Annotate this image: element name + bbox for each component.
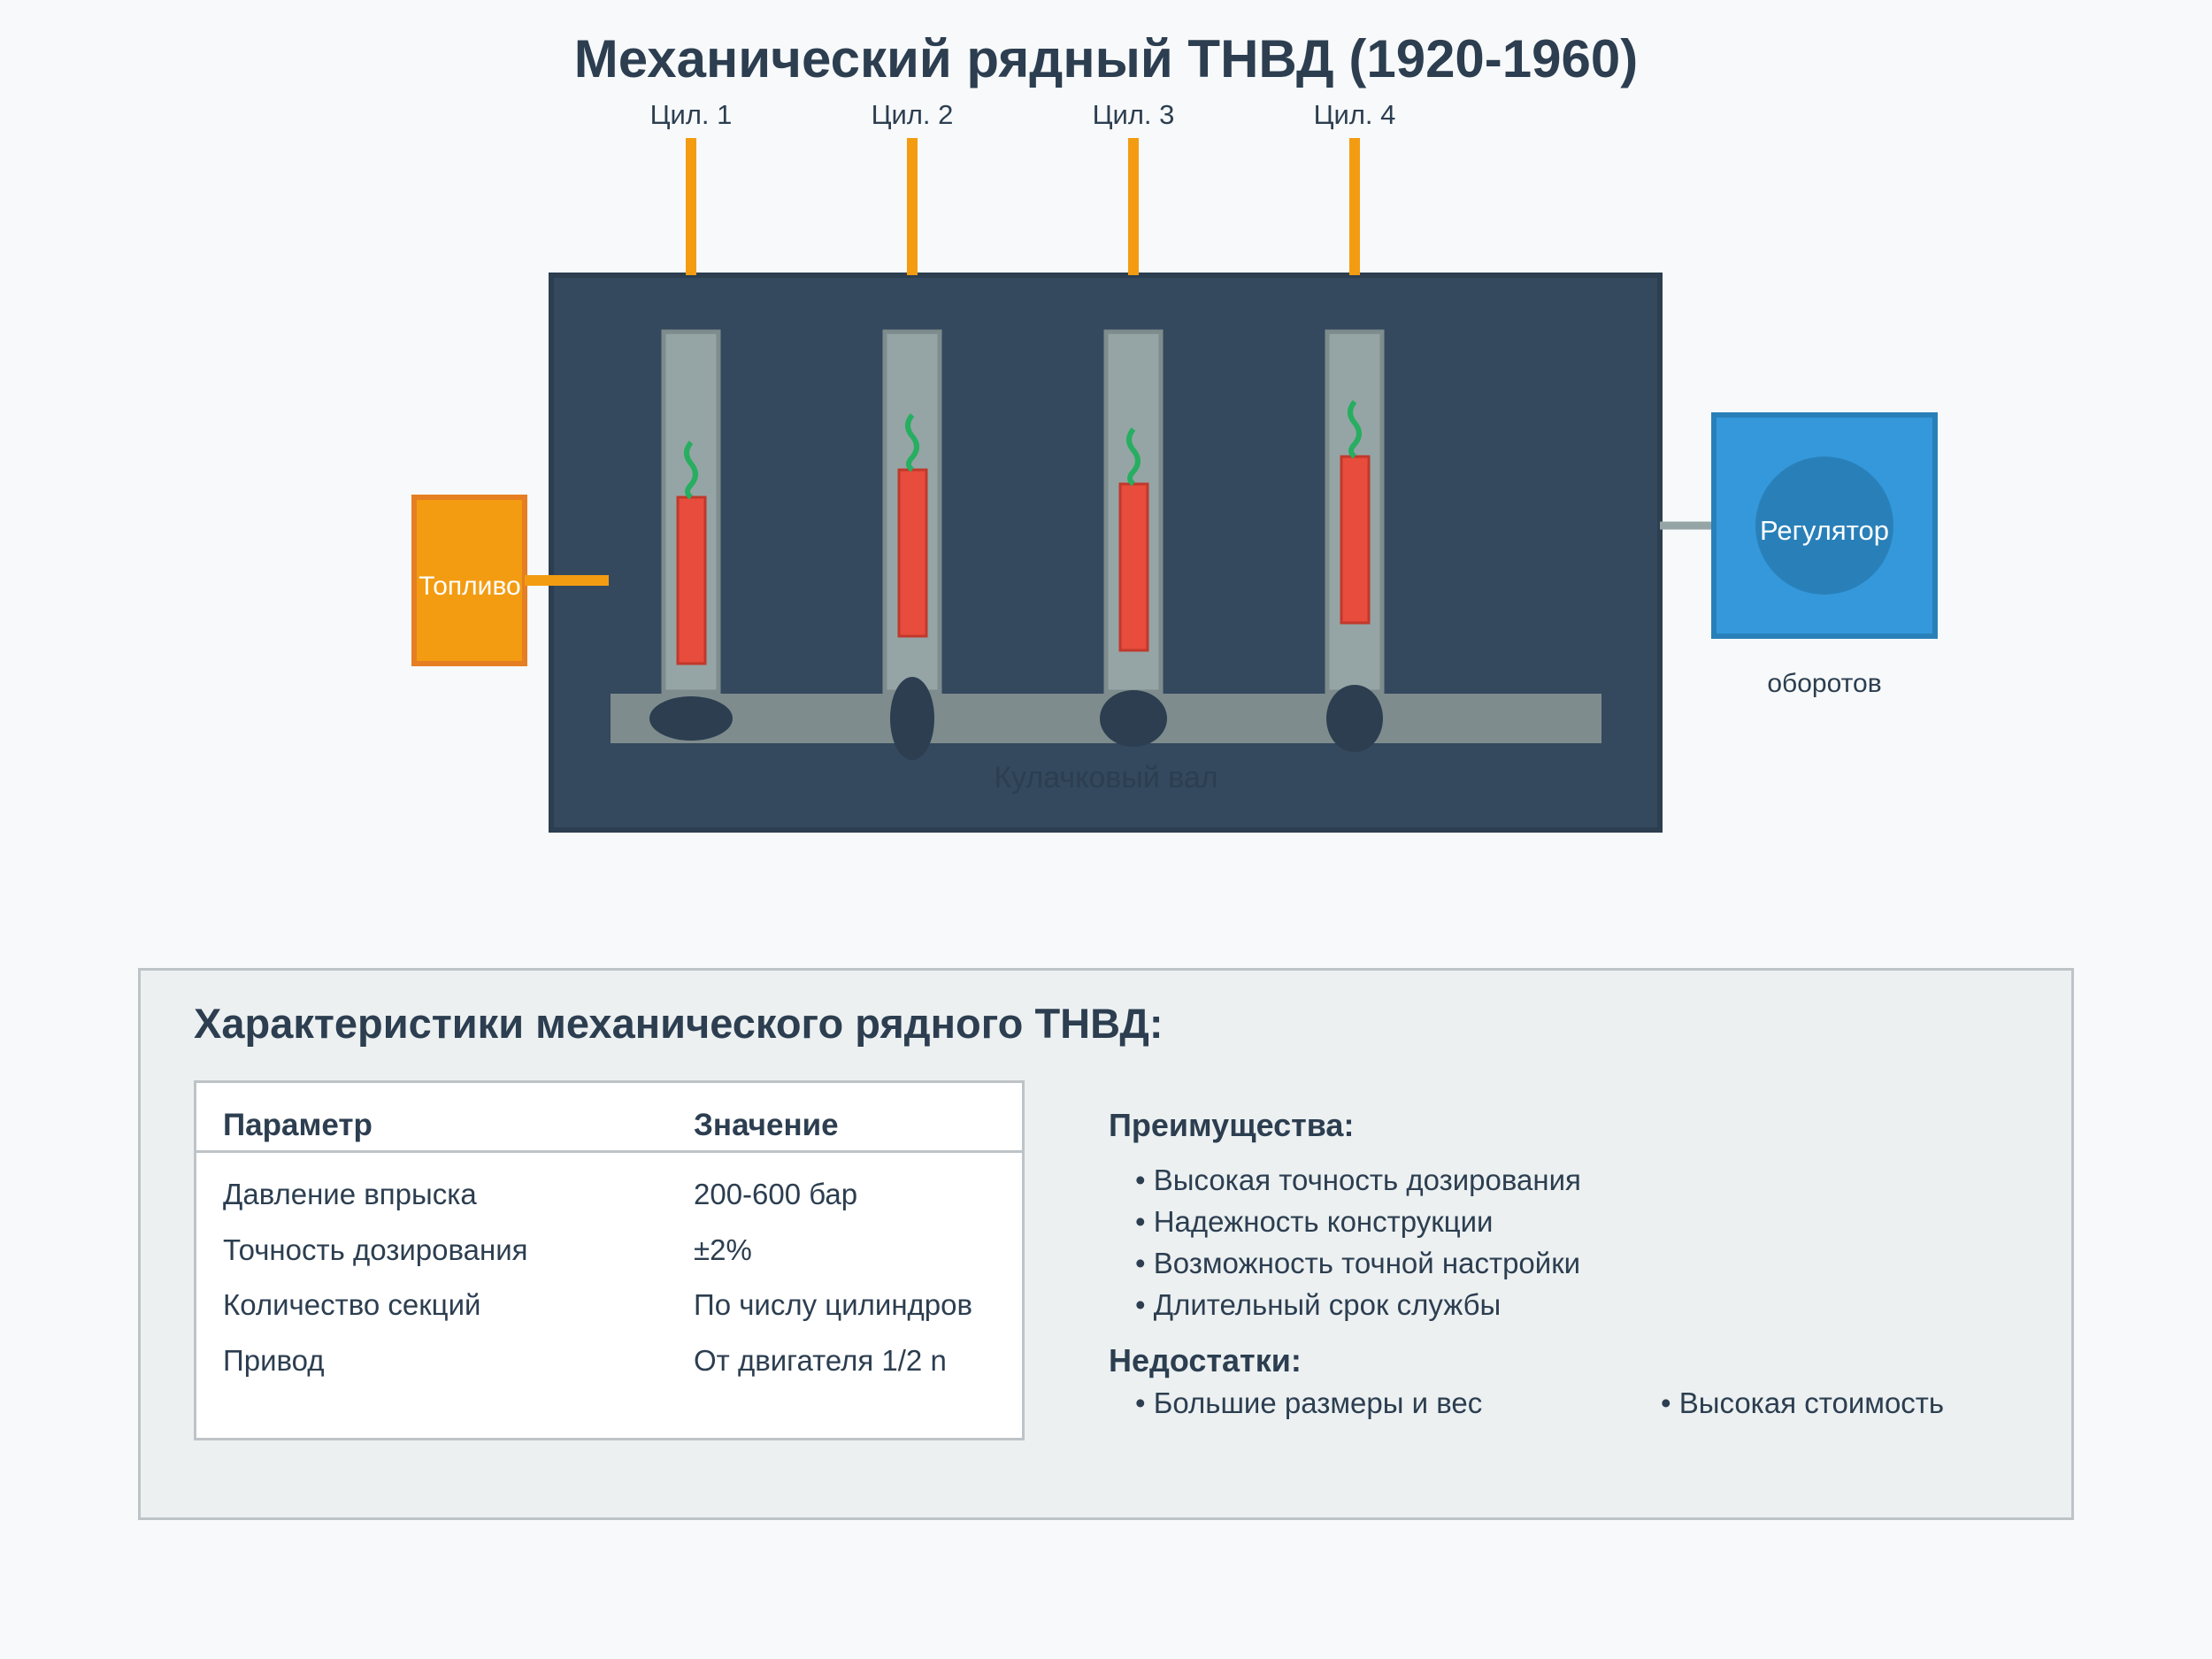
regulator-label: Регулятор — [1760, 515, 1889, 546]
camshaft-label: Кулачковый вал — [994, 761, 1217, 795]
column-header-parameter: Параметр — [223, 1108, 373, 1142]
table-cell-parameter: Давление впрыска — [223, 1178, 477, 1210]
disadvantage-item: • Высокая стоимость — [1661, 1386, 1945, 1419]
table-header: Параметр Значение — [196, 1083, 1022, 1153]
plunger-4 — [1340, 455, 1371, 625]
cylinder-label-3: Цил. 3 — [1093, 99, 1175, 130]
cam-4 — [1326, 685, 1383, 752]
plunger-3 — [1118, 482, 1149, 652]
column-header-value: Значение — [694, 1108, 839, 1142]
advantage-item: • Возможность точной настройки — [1135, 1247, 1581, 1279]
table-cell-value: По числу цилиндров — [694, 1288, 973, 1321]
cam-1 — [649, 696, 733, 741]
advantage-item: • Высокая точность дозирования — [1135, 1164, 1581, 1196]
spring-4 — [1348, 400, 1362, 459]
parameters-table: Параметр Значение Давление впрыска 200-6… — [194, 1080, 1025, 1440]
disadvantage-item: • Большие размеры и вес — [1135, 1386, 1483, 1419]
plunger-2 — [897, 468, 928, 638]
table-cell-value: 200-600 бар — [694, 1178, 858, 1210]
regulator-disc — [1755, 457, 1893, 595]
spring-3 — [1126, 427, 1141, 487]
advantage-item: • Надежность конструкции — [1135, 1205, 1494, 1238]
fuel-label: Топливо — [419, 572, 520, 601]
regulator-box — [1711, 412, 1938, 639]
table-cell-parameter: Точность дозирования — [223, 1233, 528, 1266]
cylinder-label-1: Цил. 1 — [650, 99, 733, 130]
table-cell-parameter: Количество секций — [223, 1288, 481, 1321]
info-panel: Характеристики механического рядного ТНВ… — [138, 968, 2074, 1520]
info-title: Характеристики механического рядного ТНВ… — [194, 1000, 1164, 1047]
table-cell-value: От двигателя 1/2 n — [694, 1344, 947, 1377]
advantages-title: Преимущества: — [1109, 1107, 1355, 1143]
cylinder-label-2: Цил. 2 — [872, 99, 954, 130]
spring-1 — [684, 441, 698, 500]
cam-3 — [1100, 690, 1167, 747]
regulator-sublabel: оборотов — [1767, 669, 1881, 698]
spring-2 — [905, 413, 919, 472]
table-cell-parameter: Привод — [223, 1344, 325, 1377]
cylinder-label-4: Цил. 4 — [1314, 99, 1396, 130]
disadvantages-title: Недостатки: — [1109, 1342, 1302, 1379]
page-title: Механический рядный ТНВД (1920-1960) — [573, 29, 1639, 88]
cam-2 — [890, 677, 934, 760]
advantage-item: • Длительный срок службы — [1135, 1288, 1502, 1321]
fuel-box — [411, 495, 527, 666]
table-cell-value: ±2% — [694, 1233, 752, 1266]
plunger-1 — [676, 495, 707, 665]
